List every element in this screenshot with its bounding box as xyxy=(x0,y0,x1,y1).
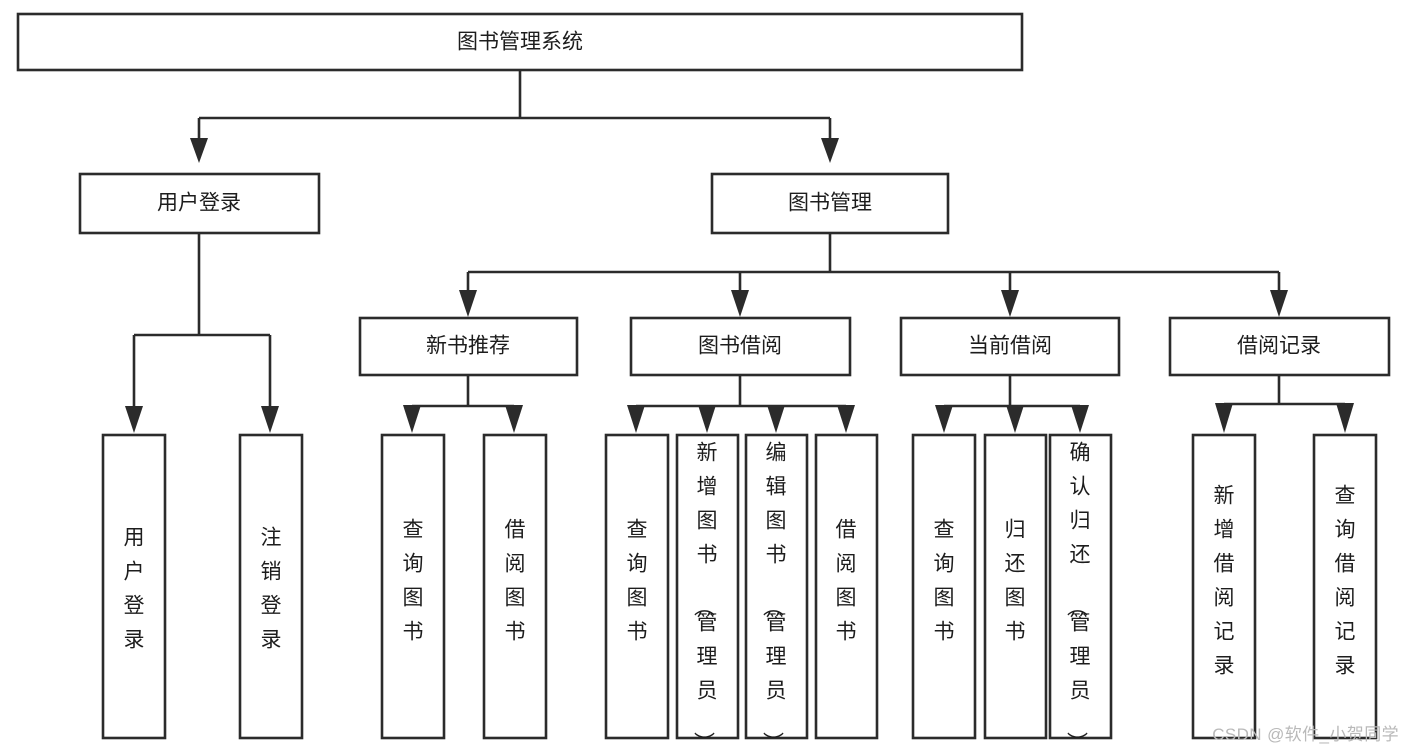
arrow-head-newbook xyxy=(459,290,477,317)
node-newbook[interactable]: 新书推荐 xyxy=(358,316,579,377)
arrow-head-leaf12 xyxy=(1215,403,1233,433)
arrow-head-leaf10 xyxy=(1006,405,1024,433)
leaf-node-6-box[interactable] xyxy=(675,433,740,740)
arrow-head-leaf5 xyxy=(627,405,645,433)
leaf-node-5[interactable]: 查询图书 xyxy=(604,433,670,740)
leaf-node-12[interactable]: 新增借阅记录 xyxy=(1191,433,1257,740)
node-borrow[interactable]: 图书借阅 xyxy=(629,316,852,377)
arrow-head-leaf8 xyxy=(837,405,855,433)
leaf-node-12-box[interactable] xyxy=(1191,433,1257,740)
leaf-node-4-box[interactable] xyxy=(482,433,548,740)
arrow-head-leaf2 xyxy=(261,406,279,433)
arrow-head-leaf9 xyxy=(935,405,953,433)
node-records-label: 借阅记录 xyxy=(1237,335,1321,358)
leaf-node-12-label: 新增借阅记录 xyxy=(1214,485,1235,678)
node-bookmgmt[interactable]: 图书管理 xyxy=(710,172,950,235)
leaf-node-7-label: 编辑图书（管理员） xyxy=(761,442,787,747)
leaf-node-1[interactable]: 用户登录 xyxy=(101,433,167,740)
leaf-node-7[interactable]: 编辑图书（管理员） xyxy=(744,433,809,747)
leaf-node-6-label: 新增图书（管理员） xyxy=(692,442,718,747)
connector-layer xyxy=(125,70,1354,433)
leaf-node-9-label: 查询图书 xyxy=(934,519,955,644)
node-login[interactable]: 用户登录 xyxy=(78,172,321,235)
leaf-node-9-box[interactable] xyxy=(911,433,977,740)
arrow-head-login xyxy=(190,138,208,163)
leaf-node-11[interactable]: 确认归还（管理员） xyxy=(1048,433,1113,747)
csdn-watermark: CSDN @软件_小贺同学 xyxy=(1212,725,1399,744)
node-borrow-label: 图书借阅 xyxy=(698,335,782,358)
leaf-node-9[interactable]: 查询图书 xyxy=(911,433,977,740)
node-newbook-label: 新书推荐 xyxy=(426,335,510,358)
leaf-node-3-box[interactable] xyxy=(380,433,446,740)
arrow-head-leaf6 xyxy=(698,405,716,433)
node-root[interactable]: 图书管理系统 xyxy=(16,12,1024,72)
leaf-node-1-label: 用户登录 xyxy=(124,527,145,652)
leaf-node-2-label: 注销登录 xyxy=(261,527,282,652)
leaf-node-6[interactable]: 新增图书（管理员） xyxy=(675,433,740,747)
leaf-node-2[interactable]: 注销登录 xyxy=(238,433,304,740)
leaf-node-3-label: 查询图书 xyxy=(403,519,424,644)
leaf-node-13-box[interactable] xyxy=(1312,433,1378,740)
leaf-node-10-box[interactable] xyxy=(983,433,1048,740)
node-records-box[interactable] xyxy=(1168,316,1391,377)
leaf-node-8-label: 借阅图书 xyxy=(836,519,857,644)
node-root-label: 图书管理系统 xyxy=(457,31,583,54)
node-borrow-box[interactable] xyxy=(629,316,852,377)
node-bookmgmt-box[interactable] xyxy=(710,172,950,235)
leaf-node-8-box[interactable] xyxy=(814,433,879,740)
leaf-node-1-box[interactable] xyxy=(101,433,167,740)
node-login-label: 用户登录 xyxy=(157,192,241,215)
leaf-node-13-label: 查询借阅记录 xyxy=(1335,485,1356,678)
node-current[interactable]: 当前借阅 xyxy=(899,316,1121,377)
leaf-node-4-label: 借阅图书 xyxy=(505,519,526,644)
arrow-head-bookmgmt xyxy=(821,138,839,163)
leaf-node-13[interactable]: 查询借阅记录 xyxy=(1312,433,1378,740)
node-bookmgmt-label: 图书管理 xyxy=(788,192,872,215)
leaf-node-8[interactable]: 借阅图书 xyxy=(814,433,879,740)
leaf-node-11-label: 确认归还（管理员） xyxy=(1065,442,1091,747)
node-current-label: 当前借阅 xyxy=(968,335,1052,358)
arrow-head-leaf11 xyxy=(1071,405,1089,433)
node-records[interactable]: 借阅记录 xyxy=(1168,316,1391,377)
arrow-head-records xyxy=(1270,290,1288,317)
arrow-head-leaf7 xyxy=(767,405,785,433)
arrow-head-leaf1 xyxy=(125,406,143,433)
leaf-node-7-box[interactable] xyxy=(744,433,809,740)
leaf-node-5-label: 查询图书 xyxy=(627,519,648,644)
node-login-box[interactable] xyxy=(78,172,321,235)
leaf-node-10-label: 归还图书 xyxy=(1005,519,1026,644)
arrow-head-leaf4 xyxy=(505,405,523,433)
node-newbook-box[interactable] xyxy=(358,316,579,377)
leaf-node-2-box[interactable] xyxy=(238,433,304,740)
arrow-head-leaf13 xyxy=(1336,403,1354,433)
leaf-node-3[interactable]: 查询图书 xyxy=(380,433,446,740)
leaf-node-5-box[interactable] xyxy=(604,433,670,740)
node-root-box[interactable] xyxy=(16,12,1024,72)
leaf-node-10[interactable]: 归还图书 xyxy=(983,433,1048,740)
leaf-node-4[interactable]: 借阅图书 xyxy=(482,433,548,740)
leaf-node-11-box[interactable] xyxy=(1048,433,1113,740)
arrow-head-borrow xyxy=(731,290,749,317)
arrow-head-current xyxy=(1001,290,1019,317)
arrow-head-leaf3 xyxy=(403,405,421,433)
node-current-box[interactable] xyxy=(899,316,1121,377)
